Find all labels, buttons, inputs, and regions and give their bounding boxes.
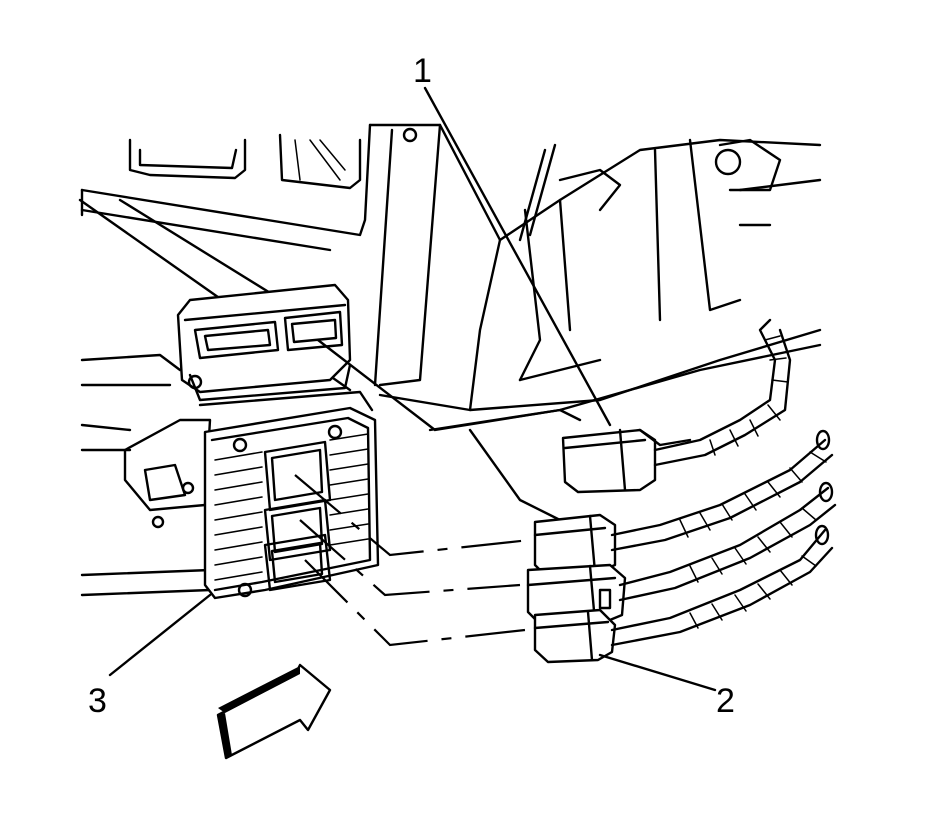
connector-1 bbox=[561, 318, 792, 494]
callout-label-2: 2 bbox=[716, 682, 735, 720]
control-module bbox=[203, 406, 380, 600]
view-direction-arrow-icon bbox=[216, 663, 332, 760]
vehicle-structure bbox=[78, 123, 822, 597]
guide-lines bbox=[294, 338, 582, 647]
callout-label-1: 1 bbox=[413, 52, 432, 90]
leader-lines bbox=[108, 86, 717, 692]
connector-2 bbox=[526, 429, 837, 664]
callout-label-3: 3 bbox=[88, 682, 107, 720]
upper-module-housing bbox=[176, 283, 374, 412]
